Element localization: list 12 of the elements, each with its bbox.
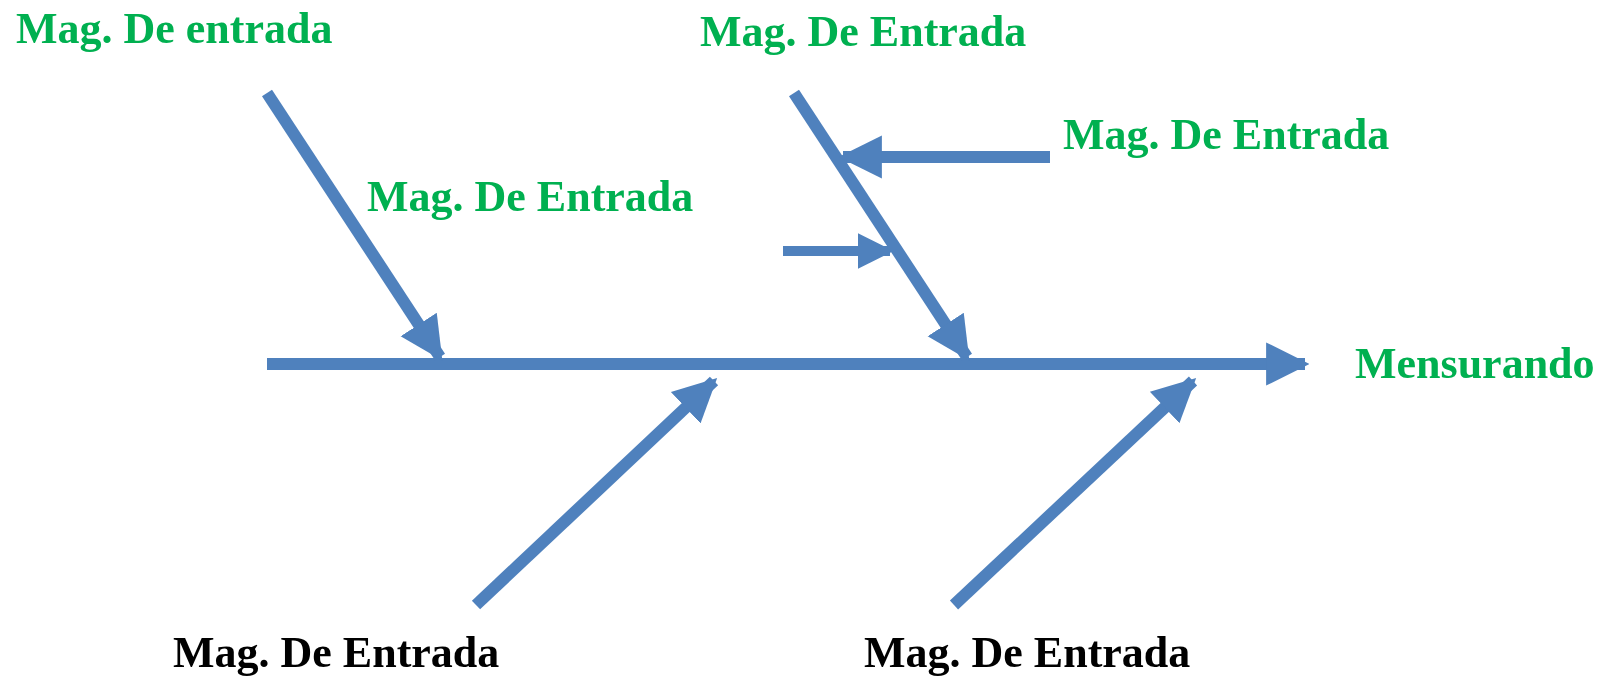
label-text: Mag. De Entrada <box>864 628 1191 677</box>
arrow <box>262 89 445 361</box>
label-text: Mensurando <box>1355 339 1595 388</box>
arrow <box>789 89 972 361</box>
arrow <box>471 376 719 610</box>
label-text: Mag. De Entrada <box>173 628 500 677</box>
label-text: Mag. De entrada <box>16 4 333 53</box>
arrow <box>267 342 1310 386</box>
arrow <box>949 376 1198 610</box>
label-text: Mag. De Entrada <box>1063 110 1390 159</box>
label-text: Mag. De Entrada <box>367 172 694 222</box>
label-text: Mag. De Entrada <box>700 7 1027 56</box>
